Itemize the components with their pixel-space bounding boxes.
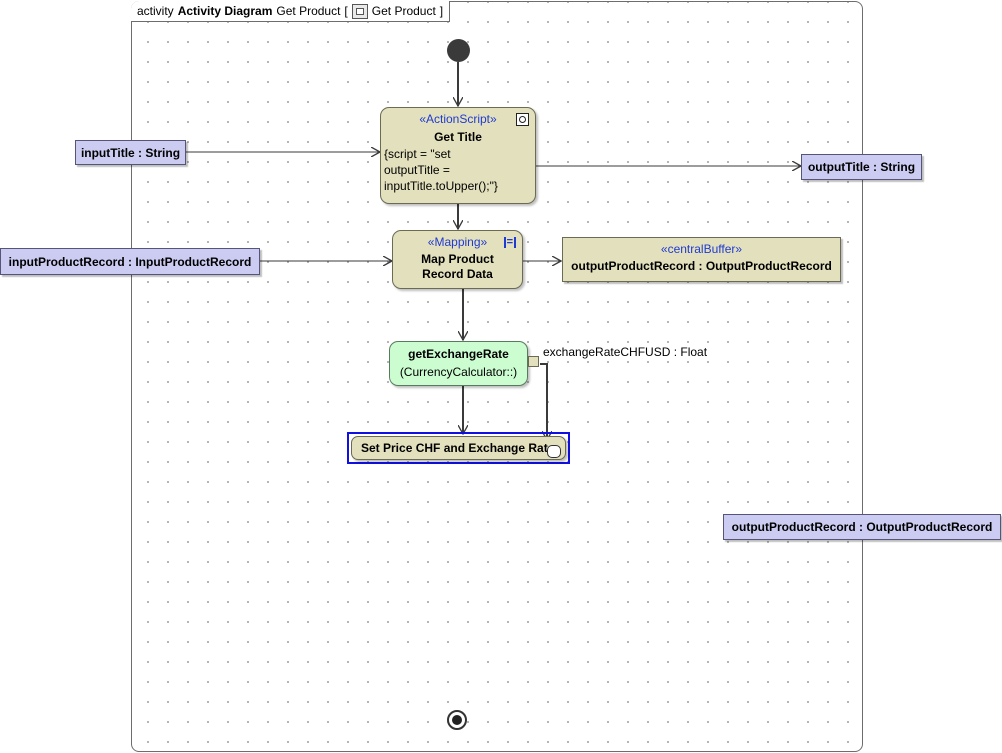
output-title-label: outputTitle : String xyxy=(807,160,916,174)
input-title-label: inputTitle : String xyxy=(80,145,181,160)
diagram-frame-header: activity Activity Diagram Get Product[ G… xyxy=(131,1,451,22)
input-product-record-label: inputProductRecord : InputProductRecord xyxy=(8,254,252,269)
object-node-output-product-record[interactable]: outputProductRecord : OutputProductRecor… xyxy=(723,514,1001,540)
action-map-product-record-data[interactable]: = «Mapping» Map Product Record Data xyxy=(392,230,523,289)
initial-node[interactable] xyxy=(447,39,470,62)
object-node-input-title[interactable]: inputTitle : String xyxy=(75,140,186,165)
activity-final-node[interactable] xyxy=(447,710,467,730)
get-title-script: {script = "set outputTitle = inputTitle.… xyxy=(381,146,535,194)
frame-diagram-type: Activity Diagram xyxy=(177,4,273,18)
central-buffer-name: outputProductRecord : OutputProductRecor… xyxy=(571,259,832,273)
map-product-name-line: Map Product xyxy=(421,252,494,266)
activity-diagram-icon xyxy=(351,3,368,19)
action-set-price-chf-and-exchange-rate[interactable]: Set Price CHF and Exchange Rat xyxy=(351,436,566,460)
script-line: {script = "set xyxy=(384,147,451,161)
map-product-stereotype: «Mapping» xyxy=(427,235,488,249)
get-title-stereotype: «ActionScript» xyxy=(419,112,497,126)
get-exchange-rate-name: getExchangeRate xyxy=(408,347,509,361)
action-get-title[interactable]: «ActionScript» Get Title {script = "set … xyxy=(380,107,536,204)
frame-bracket-open: [ xyxy=(344,4,348,18)
call-get-exchange-rate[interactable]: getExchangeRate (CurrencyCalculator::) xyxy=(389,341,528,386)
output-product-record-label: outputProductRecord : OutputProductRecor… xyxy=(731,520,993,534)
object-node-input-product-record[interactable]: inputProductRecord : InputProductRecord xyxy=(0,248,260,275)
object-node-output-title[interactable]: outputTitle : String xyxy=(801,154,922,180)
exchange-rate-output-pin[interactable] xyxy=(528,356,539,367)
mapping-icon: = xyxy=(503,237,516,248)
frame-bracket-close: ] xyxy=(439,4,444,18)
map-product-name-line: Record Data xyxy=(422,267,493,281)
set-price-name: Set Price CHF and Exchange Rat xyxy=(361,441,548,455)
selection-highlight xyxy=(347,432,570,464)
call-behavior-rake-icon xyxy=(547,445,561,458)
frame-owner-name: Get Product xyxy=(371,4,436,18)
frame-diagram-name: Get Product xyxy=(276,4,341,18)
script-line: outputTitle = xyxy=(384,163,450,177)
get-exchange-rate-owner: (CurrencyCalculator::) xyxy=(399,365,518,379)
script-line: inputTitle.toUpper();"} xyxy=(384,179,498,193)
exchange-rate-pin-label: exchangeRateCHFUSD : Float xyxy=(543,345,708,359)
get-title-name: Get Title xyxy=(434,130,482,144)
script-icon xyxy=(516,113,529,126)
map-product-name: Map Product Record Data xyxy=(393,252,522,282)
central-buffer-output-product-record[interactable]: «centralBuffer» outputProductRecord : Ou… xyxy=(562,237,841,282)
central-buffer-stereotype: «centralBuffer» xyxy=(660,242,743,256)
frame-keyword: activity xyxy=(137,4,174,18)
